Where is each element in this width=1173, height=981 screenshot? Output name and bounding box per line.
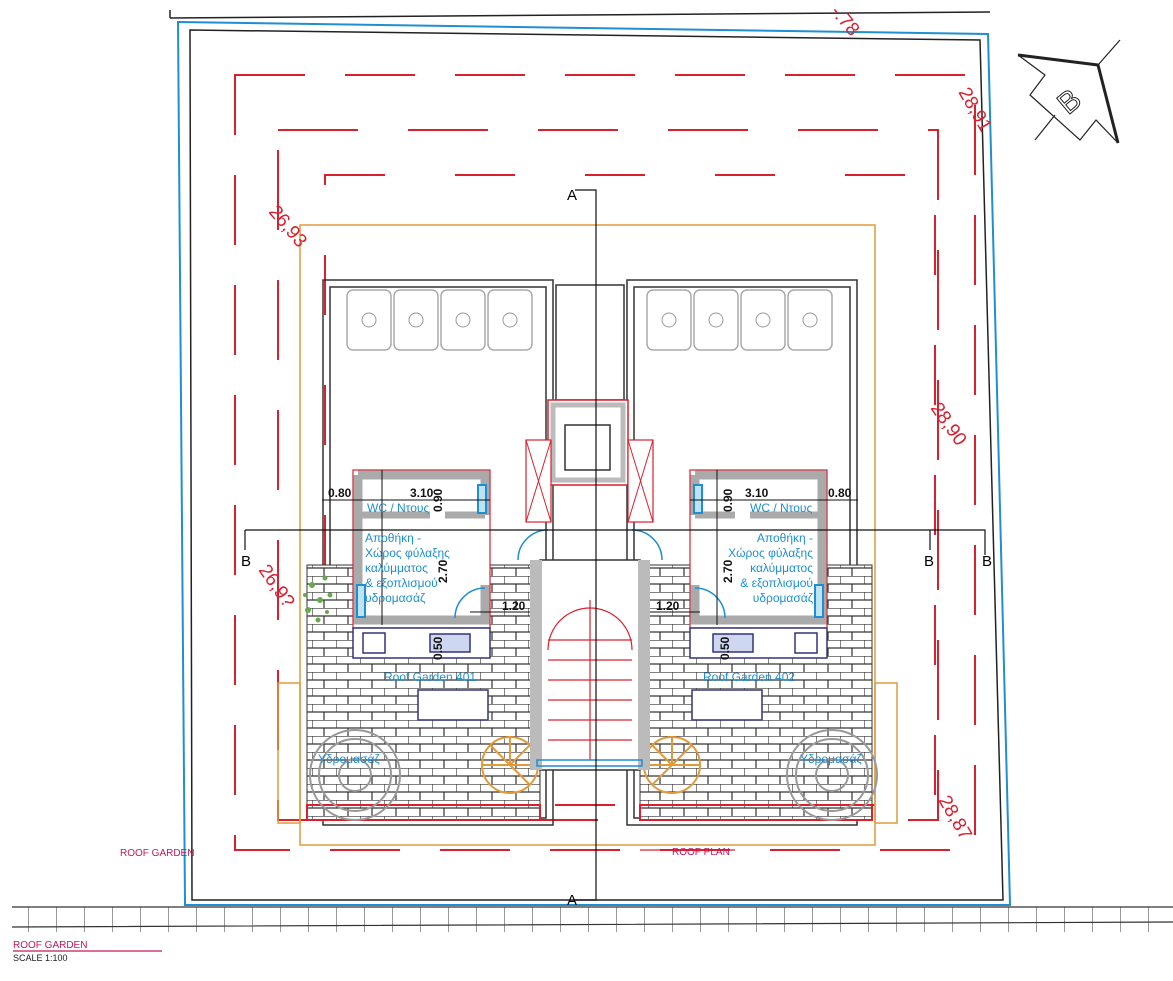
section-marker-b-right: B	[924, 553, 934, 570]
drawing-title: ROOF GARDEN	[13, 940, 87, 951]
jacuzzi-401	[309, 729, 401, 821]
solar-panel	[346, 289, 392, 351]
dim-depth-402: 2.70	[721, 559, 735, 583]
north-symbol: B	[1051, 83, 1088, 121]
dim-depth-401: 2.70	[436, 559, 450, 583]
elevation-label: 26,93	[264, 202, 311, 252]
solar-panel-icon	[708, 312, 724, 328]
dim-side-402: 0.80	[828, 486, 852, 500]
section-marker-a-bottom: A	[567, 892, 577, 909]
plan-label-right: ROOF PLAN	[672, 847, 730, 858]
storage-label-line: υδρομασάζ	[365, 591, 426, 605]
dim-bench-402: 0.50	[718, 636, 732, 660]
stair-core	[517, 399, 663, 771]
table-401	[417, 689, 489, 721]
storage-label-line: καλύμματος	[750, 561, 813, 575]
table-402	[691, 689, 763, 721]
dim-wc-401: 0.90	[431, 488, 445, 512]
solar-panel-icon	[361, 312, 377, 328]
roof-garden-401-label: Roof Garden 401	[384, 670, 476, 684]
solar-panel-icon	[408, 312, 424, 328]
storage-label-line: καλύμματος	[365, 561, 428, 575]
storage-label-402: Αποθήκη - Χώρος φύλαξης καλύμματος & εξο…	[728, 531, 814, 605]
solar-panel	[646, 289, 692, 351]
section-marker-b-outer: B	[982, 553, 992, 570]
property-boundary	[169, 10, 1012, 906]
dim-bench-401: 0.50	[431, 636, 445, 660]
jacuzzi-label-402: Υδρομασάζ	[800, 752, 862, 766]
solar-panel-icon	[502, 312, 518, 328]
dim-wc-402: 0.90	[721, 488, 735, 512]
solar-panel-icon	[755, 312, 771, 328]
dim-width-402: 3.10	[745, 486, 769, 500]
ground-strip	[11, 906, 1173, 932]
elevation-label: 28,90	[926, 399, 970, 450]
roof-garden-402-label: Roof Garden 402	[703, 670, 795, 684]
solar-panel	[440, 289, 486, 351]
solar-panels-left	[346, 289, 533, 351]
solar-panel	[393, 289, 439, 351]
roof-outline	[299, 224, 876, 846]
solar-panel-icon	[802, 312, 818, 328]
storage-label-line: Χώρος φύλαξης	[728, 546, 813, 560]
wc-label-402: WC / Ντους	[750, 501, 812, 515]
solar-panel	[693, 289, 739, 351]
elevation-label: 26,9?	[254, 561, 298, 612]
storage-label-line: & εξοπλισμού	[365, 576, 438, 590]
section-marker-a-top: A	[567, 187, 577, 204]
solar-panels-right	[646, 289, 833, 351]
storage-room-402	[689, 469, 828, 659]
storage-room-401	[352, 469, 491, 659]
wc-label-401: WC / Ντους	[367, 501, 429, 515]
solar-panel	[740, 289, 786, 351]
drawing-scale: SCALE 1:100	[13, 953, 68, 963]
jacuzzi-402	[786, 729, 878, 821]
contour-lines	[234, 74, 976, 851]
storage-label-line: Χώρος φύλαξης	[365, 546, 450, 560]
solar-panel	[487, 289, 533, 351]
storage-label-line: υδρομασάζ	[753, 591, 814, 605]
storage-label-401: Αποθήκη - Χώρος φύλαξης καλύμματος & εξο…	[365, 531, 450, 605]
storage-label-line: Αποθήκη -	[757, 531, 813, 545]
dim-width-401: 3.10	[410, 486, 434, 500]
solar-panel	[787, 289, 833, 351]
plant-icon	[303, 575, 333, 623]
solar-panel-icon	[661, 312, 677, 328]
elevation-label: 28,87	[934, 792, 976, 844]
storage-label-line: & εξοπλισμού	[740, 576, 813, 590]
dim-side-401: 0.80	[328, 486, 352, 500]
dim-door-401: 1.20	[502, 599, 526, 613]
section-line-a	[575, 189, 597, 901]
north-arrow-icon: B	[1017, 39, 1121, 144]
storage-label-line: Αποθήκη -	[365, 531, 421, 545]
section-marker-b-left: B	[241, 553, 251, 570]
plan-label-left: ROOF GARDEN	[120, 848, 194, 859]
solar-panel-icon	[455, 312, 471, 328]
elevation-label: -.78	[826, 2, 863, 41]
section-line-b	[244, 529, 986, 555]
dim-door-402: 1.20	[656, 599, 680, 613]
jacuzzi-label-401: Υδρομασάζ	[318, 752, 380, 766]
